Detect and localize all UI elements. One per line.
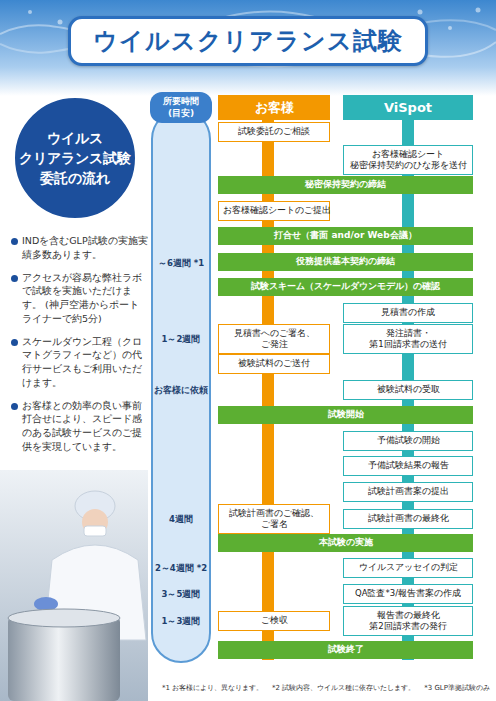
vispot-step: QA監査*3/報告書案の作成 xyxy=(343,584,473,603)
title-banner: ウイルスクリアランス試験 xyxy=(68,16,428,66)
duration-label: 1～2週間 xyxy=(154,334,208,344)
footnote: *1 お客様により、異なります。 xyxy=(162,683,263,693)
photo-ground xyxy=(0,470,148,701)
node-text: 試験スキーム（スケールダウンモデル）の確認 xyxy=(222,281,469,293)
node-text: ウイルス クリアランス試験 委託の流れ xyxy=(16,128,134,189)
title-text: ウイルスクリアランス試験 xyxy=(93,25,403,57)
node-text: 秘密保持契約の締結 xyxy=(222,179,469,191)
time-header: 所要時間 (目安) xyxy=(150,92,212,123)
vispot-step: 発注請書・第1回請求書の送付 xyxy=(343,324,473,354)
duration-label: 1～3週間 xyxy=(154,616,208,626)
feature-note: お客様との効率の良い事前打合せにより、スピード感のある試験サービスのご提供を実現… xyxy=(22,399,148,454)
customer-step: 試験委託のご相談 xyxy=(218,122,330,141)
node-text: QA監査*3/報告書案の作成 xyxy=(348,588,468,599)
network-dot xyxy=(58,20,63,25)
customer-step: 被験試料のご送付 xyxy=(218,354,330,373)
shared-step: 試験開始 xyxy=(218,406,473,424)
top-band xyxy=(0,0,496,96)
shared-step: 打合せ（書面 and/or Web会議） xyxy=(218,227,473,245)
node-text: 試験委託のご相談 xyxy=(223,126,325,137)
node-text: 役務提供基本契約の締結 xyxy=(222,256,469,268)
node-text: 予備試験結果の報告 xyxy=(348,460,468,471)
customer-step: ご検収 xyxy=(218,611,330,630)
customer-step: 試験計画書のご確認、ご署名 xyxy=(218,504,330,534)
network-dot xyxy=(476,8,481,13)
node-text: 試験終了 xyxy=(222,644,469,656)
node-text: 試験計画書案の提出 xyxy=(348,486,468,497)
vispot-step: 報告書の最終化 第2回請求書の発行 xyxy=(343,606,473,636)
shared-step: 秘密保持契約の締結 xyxy=(218,176,473,194)
customer-step: お客様確認シートのご提出 xyxy=(218,201,330,220)
node-text: 報告書の最終化 第2回請求書の発行 xyxy=(348,610,468,632)
shared-step: 本試験の実施 xyxy=(218,534,473,552)
vispot-step: 予備試験結果の報告 xyxy=(343,456,473,475)
vispot-step: 見積書の作成 xyxy=(343,303,473,322)
node-text: 試験開始 xyxy=(222,409,469,421)
face-mask xyxy=(84,526,106,536)
network-dot xyxy=(448,26,452,30)
shared-step: 試験終了 xyxy=(218,641,473,659)
vispot-step: お客様確認シート 秘密保持契約のひな形を送付 xyxy=(343,145,473,175)
feature-note: INDを含むGLP試験の実施実績多数あります。 xyxy=(22,234,148,262)
customer-header: お客様 xyxy=(218,95,330,120)
customer-step: 見積書へのご署名、ご発注 xyxy=(218,324,330,354)
node-text: 本試験の実施 xyxy=(222,537,469,549)
node-text: 見積書の作成 xyxy=(348,307,468,318)
shared-step: 試験スキーム（スケールダウンモデル）の確認 xyxy=(218,278,473,296)
duration-label: ～6週間 *1 xyxy=(154,258,208,268)
footnote: *3 GLP準拠試験のみ xyxy=(424,683,490,693)
node-text: 試験計画書のご確認、ご署名 xyxy=(223,508,325,530)
flow-title-circle: ウイルス クリアランス試験 委託の流れ xyxy=(13,96,137,220)
duration-label: 4週間 xyxy=(154,514,208,524)
network-dot xyxy=(418,10,423,15)
steel-tank xyxy=(8,616,120,701)
node-text: ご検収 xyxy=(223,615,325,626)
feature-note: スケールダウン工程（クロマトグラフィーなど）の代行サービスもご利用いただけます。 xyxy=(22,335,148,390)
vispot-step: 予備試験の開始 xyxy=(343,431,473,450)
node-text: 被験試料の受取 xyxy=(348,384,468,395)
network-dot xyxy=(28,10,32,14)
node-text: ウイルスアッセイの判定 xyxy=(348,562,468,573)
tank-rim xyxy=(8,609,120,627)
node-text: 試験計画書の最終化 xyxy=(348,513,468,524)
node-text: ViSpot xyxy=(384,100,432,115)
footnote-row: *1 お客様により、異なります。 *2 試験内容、ウイルス種に依存いたします。 *3… xyxy=(162,683,490,693)
vispot-header: ViSpot xyxy=(343,95,473,120)
face xyxy=(82,509,108,535)
vispot-step: 被験試料の受取 xyxy=(343,380,473,399)
node-text: 予備試験の開始 xyxy=(348,435,468,446)
duration-label: お客様に依頼 xyxy=(154,385,208,395)
node-text: お客様確認シート 秘密保持契約のひな形を送付 xyxy=(348,149,468,171)
vispot-step: 試験計画書案の提出 xyxy=(343,482,473,501)
node-text: 被験試料のご送付 xyxy=(223,358,325,369)
node-text: 打合せ（書面 and/or Web会議） xyxy=(222,230,469,242)
node-text: 所要時間 (目安) xyxy=(153,96,209,119)
node-text: 見積書へのご署名、ご発注 xyxy=(223,328,325,350)
duration-label: 2～4週間 *2 xyxy=(154,563,208,573)
circle-shape xyxy=(14,97,136,219)
footnote: *2 試験内容、ウイルス種に依存いたします。 xyxy=(272,683,415,693)
feature-note: アクセスが容易な弊社ラボで試験を実施いただけます。 (神戸空港からポートライナー… xyxy=(22,271,148,326)
node-text: お客様 xyxy=(255,99,294,117)
node-text: お客様確認シートのご提出 xyxy=(223,205,325,216)
vispot-step: ウイルスアッセイの判定 xyxy=(343,558,473,577)
vispot-step: 試験計画書の最終化 xyxy=(343,509,473,528)
duration-label: 3～5週間 xyxy=(154,589,208,599)
node-text: 発注請書・第1回請求書の送付 xyxy=(348,328,468,350)
timeline-bar xyxy=(152,110,210,662)
lab-photo xyxy=(0,470,148,701)
shared-step: 役務提供基本契約の締結 xyxy=(218,253,473,271)
